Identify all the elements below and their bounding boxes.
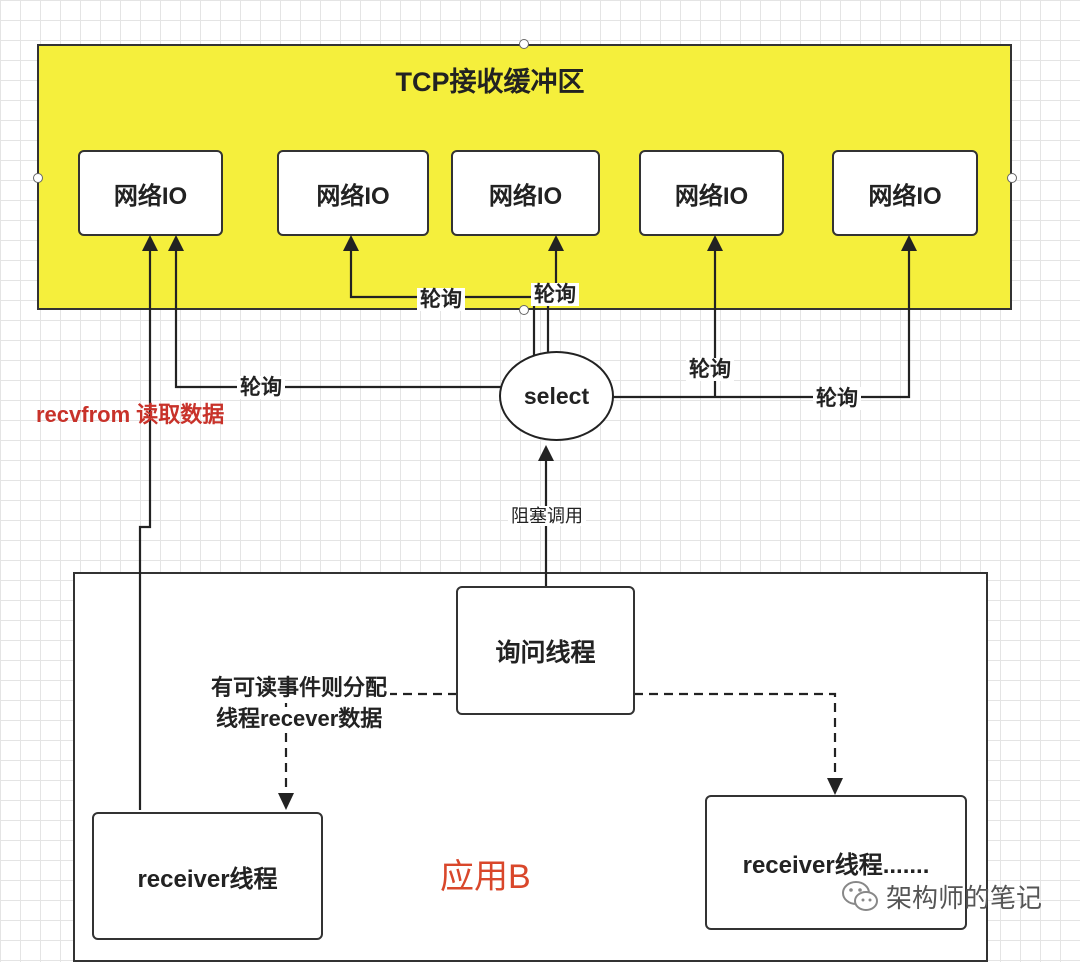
arrowhead — [278, 793, 294, 810]
dispatch-line-more — [634, 692, 837, 780]
query-thread-box: 询问线程 — [456, 586, 635, 715]
recvfrom-line — [138, 250, 152, 810]
block-call-label: 阻塞调用 — [508, 506, 586, 526]
receiver-thread-more-box: receiver线程....... — [705, 795, 967, 930]
arrowhead — [168, 235, 184, 251]
receiver-thread-box: receiver线程 — [92, 812, 323, 940]
arrowhead — [538, 445, 554, 461]
resize-handle — [33, 173, 43, 183]
poll-label: 轮询 — [417, 288, 465, 311]
wechat-icon — [842, 881, 878, 911]
app-name-label: 应用B — [440, 858, 531, 896]
network-io-node: 网络IO — [832, 150, 978, 236]
arrowhead — [142, 235, 158, 251]
network-io-node: 网络IO — [78, 150, 223, 236]
arrowhead — [901, 235, 917, 251]
poll-label: 轮询 — [237, 376, 285, 399]
poll-label: 轮询 — [813, 387, 861, 410]
network-io-node: 网络IO — [277, 150, 429, 236]
arrowhead — [827, 778, 843, 795]
select-node: select — [499, 351, 614, 441]
network-io-node: 网络IO — [639, 150, 784, 236]
recvfrom-label: recvfrom 读取数据 — [36, 402, 225, 427]
resize-handle — [519, 39, 529, 49]
buffer-title: TCP接收缓冲区 — [395, 67, 585, 97]
resize-handle — [519, 305, 529, 315]
dispatch-label-line2: 线程recever数据 — [213, 707, 386, 731]
poll-line-io1 — [174, 250, 503, 389]
poll-line-io5 — [611, 250, 911, 399]
watermark: 架构师的笔记 — [840, 876, 1042, 916]
arrowhead — [548, 235, 564, 251]
network-io-node: 网络IO — [451, 150, 600, 236]
arrowhead — [707, 235, 723, 251]
watermark-text: 架构师的笔记 — [886, 882, 1043, 913]
poll-label: 轮询 — [531, 283, 579, 306]
arrowhead — [343, 235, 359, 251]
poll-label: 轮询 — [686, 358, 734, 381]
dispatch-label-line1: 有可读事件则分配 — [208, 676, 391, 700]
resize-handle — [1007, 173, 1017, 183]
